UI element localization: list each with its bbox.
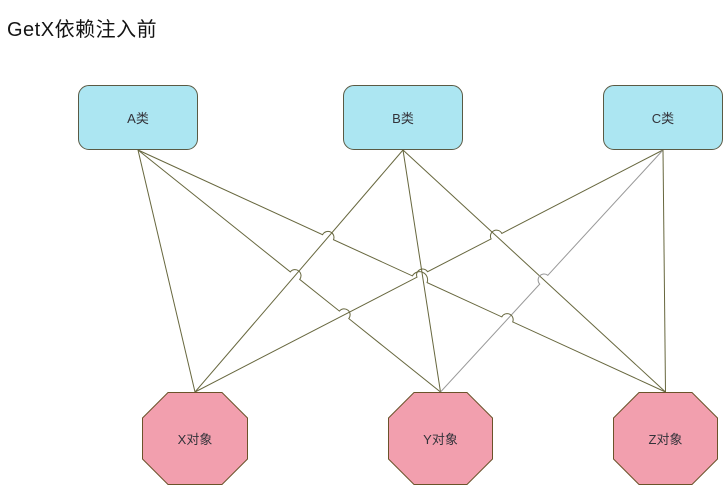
edge-C-Y [440, 149, 664, 393]
node-C: C类 [603, 85, 723, 150]
edge-C-X [194, 149, 664, 393]
edge-A-Y [137, 149, 441, 393]
node-X: X对象 [142, 392, 248, 485]
edge-C-Z [662, 149, 666, 393]
node-label-A: A类 [127, 111, 149, 126]
edge-A-X [137, 149, 196, 393]
node-label-B: B类 [392, 111, 414, 126]
node-label-Z: Z对象 [648, 432, 683, 447]
node-B: B类 [343, 85, 463, 150]
octagon-shape [142, 392, 248, 485]
node-label-C: C类 [651, 111, 675, 126]
diagram-title: GetX依赖注入前 [7, 19, 158, 41]
node-Y: Y对象 [388, 392, 493, 485]
edge-B-Z [402, 149, 666, 393]
node-A: A类 [78, 85, 198, 150]
octagon-shape [613, 392, 718, 485]
edge-B-Y [402, 149, 441, 393]
node-label-X: X对象 [177, 432, 213, 447]
node-label-Y: Y对象 [423, 432, 458, 447]
octagon-shape [388, 392, 493, 485]
node-Z: Z对象 [613, 392, 718, 485]
edge-A-Z [137, 149, 666, 393]
